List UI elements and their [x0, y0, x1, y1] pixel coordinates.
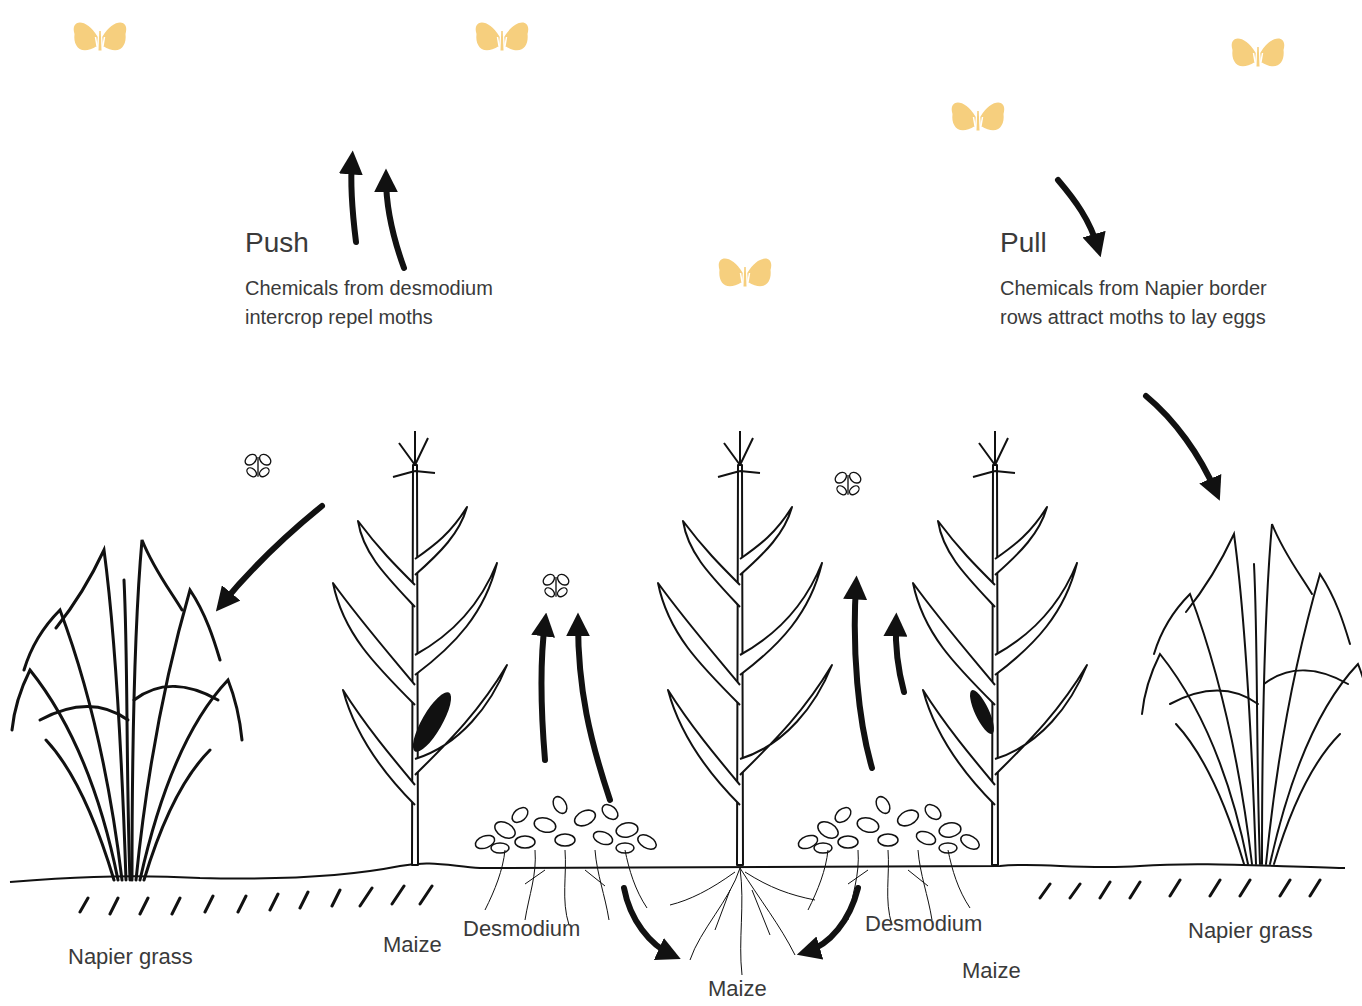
desmodium-plant [797, 794, 982, 925]
maize-plant [913, 431, 1087, 865]
pull-arrow [1058, 180, 1098, 248]
part-label: Napier grass [1188, 918, 1313, 944]
moth [243, 452, 273, 478]
part-label: Maize [962, 958, 1021, 984]
push-arrow [386, 178, 404, 268]
moth [541, 572, 571, 598]
repel-arrow [855, 585, 872, 768]
repel-arrow [578, 622, 610, 800]
note-label: Chemicals from Napier border rows attrac… [1000, 274, 1275, 332]
part-label: Desmodium [865, 911, 982, 937]
part-label: Maize [708, 976, 767, 1002]
maize-roots [670, 868, 815, 975]
diversion-arrow [222, 506, 322, 604]
maize-cob [406, 688, 457, 757]
moth [833, 470, 863, 496]
butterflies [74, 23, 1285, 287]
butterfly [1232, 39, 1285, 67]
napier-grass-plant [1142, 524, 1362, 864]
heading-label: Pull [1000, 226, 1047, 260]
butterfly [719, 259, 772, 287]
butterfly [952, 103, 1005, 131]
butterfly [476, 23, 529, 51]
maize-plants [333, 431, 1087, 865]
heading-label: Push [245, 226, 309, 260]
butterfly [74, 23, 127, 51]
note-label: Chemicals from desmodium intercrop repel… [245, 274, 495, 332]
napier-grass [12, 524, 1362, 880]
root-arrow [806, 888, 858, 952]
part-label: Maize [383, 932, 442, 958]
maize-plant [333, 431, 507, 865]
root-arrow [624, 888, 672, 955]
part-label: Napier grass [68, 944, 193, 970]
part-label: Desmodium [463, 916, 580, 942]
maize-cob [966, 687, 999, 736]
moths [243, 452, 863, 598]
maize-plant [658, 431, 832, 865]
repel-arrow [896, 622, 904, 692]
push-arrow [351, 160, 356, 242]
pull-arrow [1146, 396, 1216, 492]
repel-arrow [541, 622, 545, 760]
napier-grass-plant [12, 540, 242, 880]
desmodium [474, 794, 982, 925]
ground [10, 863, 1345, 914]
